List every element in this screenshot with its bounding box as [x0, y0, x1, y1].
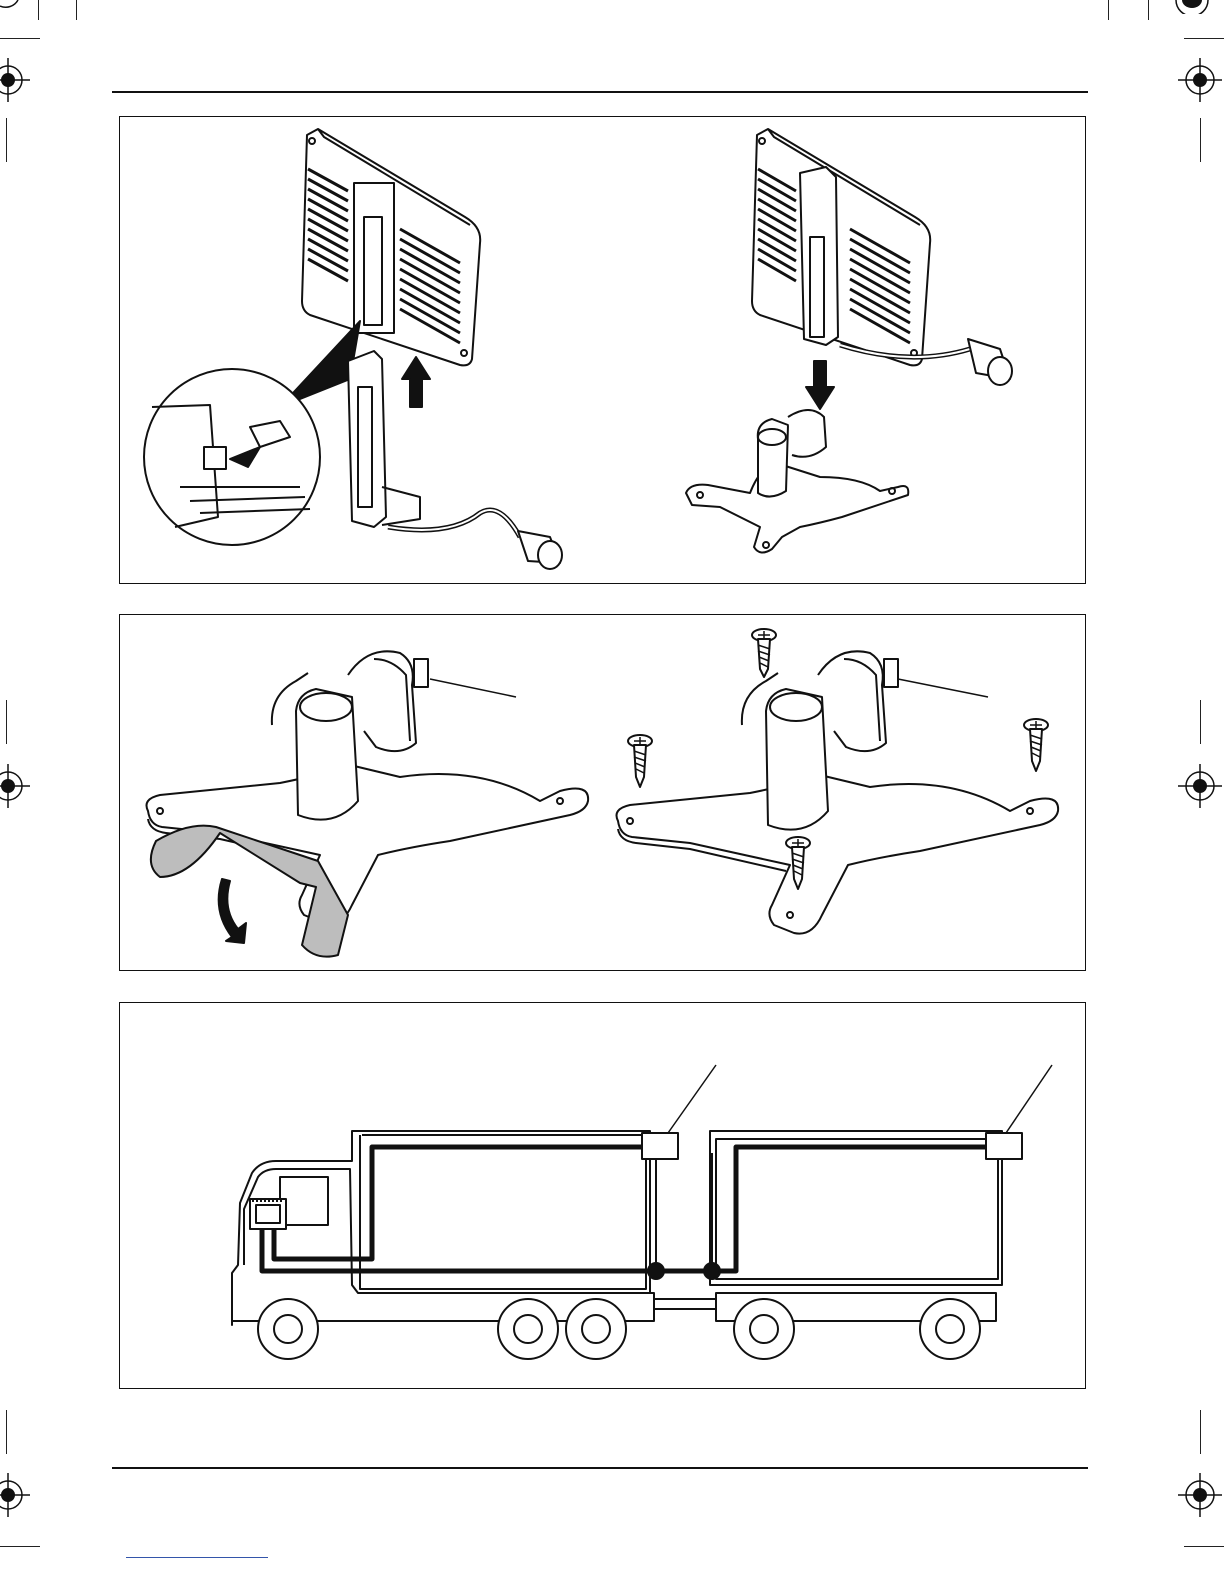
- camera-bracket-icon: [348, 351, 520, 537]
- mount-base-icon: [686, 410, 908, 553]
- camera-icon: [642, 1133, 678, 1159]
- crop-line-left-b: [0, 1546, 40, 1547]
- crop-line-left-v3: [6, 1410, 7, 1454]
- arrow-down-icon: [806, 361, 834, 409]
- base-mount-illustration: [120, 615, 1085, 970]
- crop-line-left-a: [0, 38, 40, 39]
- screw-icon: [752, 629, 776, 677]
- crop-line-right-b: [1184, 1546, 1224, 1547]
- crop-line-top-left-2: [76, 0, 77, 20]
- monitor-back-icon: [302, 129, 480, 365]
- registration-mark-right-top-icon: [1178, 58, 1222, 102]
- crop-line-right-v: [1200, 118, 1201, 162]
- header-rule: [112, 91, 1088, 93]
- truck-icon: [232, 1131, 654, 1325]
- crop-line-right-v3: [1200, 1410, 1201, 1454]
- wheel-icon: [734, 1299, 794, 1359]
- registration-mark-left-mid-icon: [0, 764, 30, 808]
- figure-panel-monitor-mount: [119, 116, 1086, 584]
- registration-mark-right-mid-icon: [1178, 764, 1222, 808]
- camera-icon: [518, 531, 562, 569]
- wheel-icon: [498, 1299, 558, 1359]
- truck-wiring-diagram: [120, 1003, 1085, 1388]
- trailer-icon: [710, 1131, 1002, 1285]
- crop-line-top-right-2: [1108, 0, 1109, 20]
- camera-icon: [986, 1133, 1022, 1159]
- screw-icon: [628, 735, 652, 787]
- monitor-icon: [250, 1199, 286, 1229]
- registration-mark-right-bottom-icon: [1178, 1473, 1222, 1517]
- monitor-mount-illustration: [120, 117, 1085, 583]
- wheel-icon: [258, 1299, 318, 1359]
- registration-mark-left-bottom-icon: [0, 1473, 30, 1517]
- wheel-icon: [920, 1299, 980, 1359]
- footer-underline: [126, 1557, 268, 1558]
- monitor-back-icon: [752, 129, 1012, 385]
- arrow-up-icon: [402, 357, 430, 407]
- crop-line-right-v2: [1200, 700, 1201, 744]
- crop-line-top-left: [38, 0, 39, 20]
- wheel-icon: [566, 1299, 626, 1359]
- registration-mark-left-top-icon: [0, 58, 30, 102]
- screw-icon: [1024, 719, 1048, 771]
- crop-line-left-v: [6, 118, 7, 162]
- mount-base-icon: [617, 651, 1059, 933]
- crop-line-left-v2: [6, 700, 7, 744]
- figure-panel-truck-wiring: [119, 1002, 1086, 1389]
- mount-base-icon: [147, 651, 589, 923]
- figure-panel-base-mount: [119, 614, 1086, 971]
- magnifier-detail-icon: [144, 369, 320, 545]
- crop-line-top-right: [1148, 0, 1149, 20]
- footer-rule: [112, 1467, 1088, 1469]
- crop-line-right-a: [1184, 38, 1224, 39]
- registration-mark-top-right-corner-icon: [1172, 0, 1212, 14]
- registration-mark-top-left-corner-icon: [0, 0, 20, 14]
